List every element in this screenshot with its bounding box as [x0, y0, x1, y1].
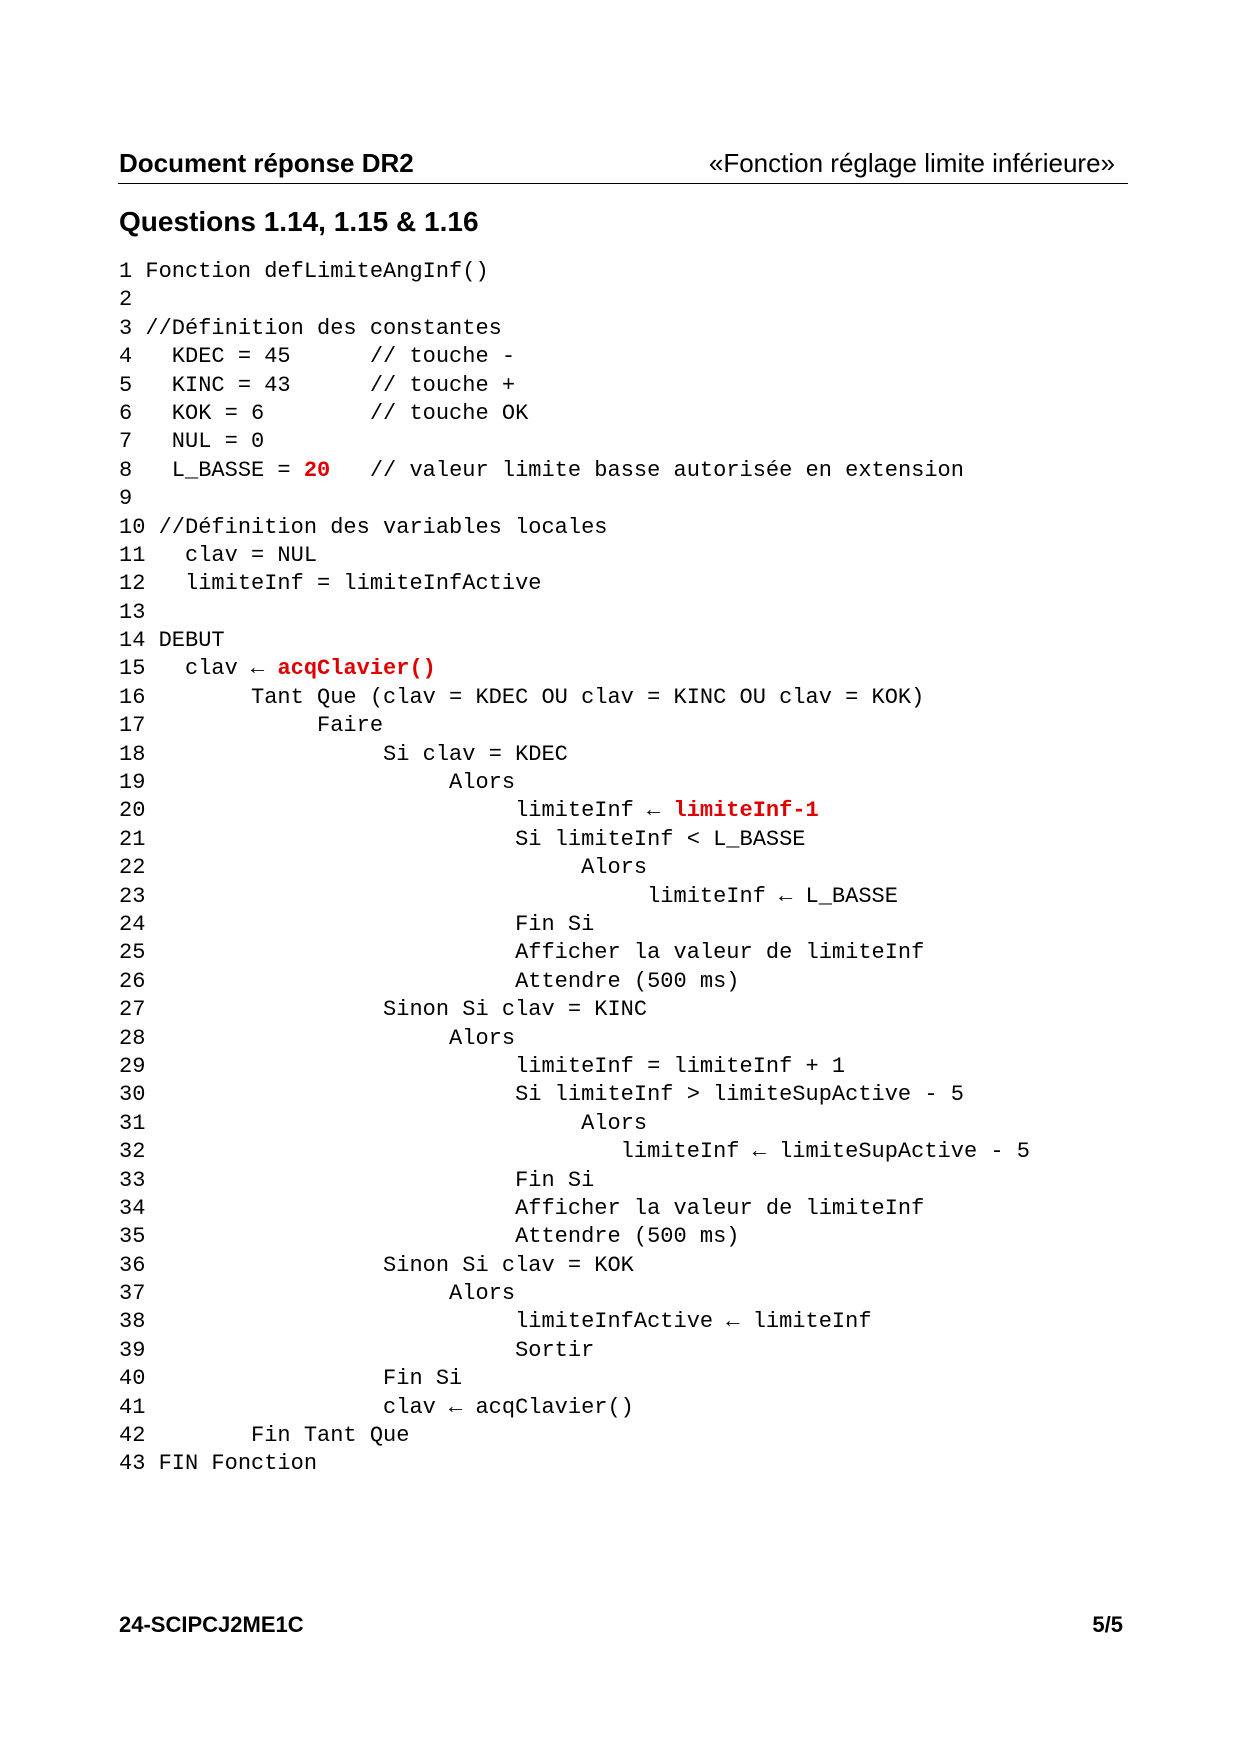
code-line: 16 Tant Que (clav = KDEC OU clav = KINC … [119, 684, 1030, 712]
code-text: 35 Attendre (500 ms) [119, 1224, 740, 1250]
code-highlight: limiteInf-1 [673, 798, 819, 824]
document-subtitle: «Fonction réglage limite inférieure» [708, 148, 1115, 178]
code-text: 18 Si clav = KDEC [119, 741, 568, 767]
code-highlight: acqClavier() [277, 656, 436, 682]
code-line: 35 Attendre (500 ms) [119, 1223, 1030, 1251]
code-line: 40 Fin Si [119, 1365, 1030, 1393]
code-text: 37 Alors [119, 1281, 516, 1307]
code-text: 1 Fonction defLimiteAngInf() [119, 259, 489, 284]
code-text: 38 limiteInfActive ← limiteInf [119, 1309, 872, 1335]
document-title: Document réponse DR2 [119, 148, 414, 178]
code-text: 16 Tant Que (clav = KDEC OU clav = KINC … [119, 684, 925, 710]
code-text: 26 Attendre (500 ms) [119, 968, 740, 994]
code-text: 31 Alors [119, 1110, 648, 1136]
code-line: 9 [119, 485, 1030, 513]
code-text: 9 [119, 486, 133, 512]
code-text: 15 clav ← [119, 656, 278, 682]
code-line: 5 KINC = 43 // touche + [119, 372, 1030, 400]
code-line: 20 limiteInf ← limiteInf-1 [119, 797, 1030, 825]
code-line: 11 clav = NUL [119, 542, 1030, 570]
code-text: 2 [119, 287, 133, 313]
code-text: 14 DEBUT [119, 628, 225, 654]
code-text: 7 NUL = 0 [119, 429, 265, 455]
code-line: 8 L_BASSE = 20 // valeur limite basse au… [119, 457, 1030, 485]
code-line: 28 Alors [119, 1025, 1030, 1053]
code-line: 18 Si clav = KDEC [119, 741, 1030, 769]
code-text: 32 limiteInf ← limiteSupActive - 5 [119, 1139, 1030, 1165]
code-line: 37 Alors [119, 1280, 1030, 1308]
code-line: 30 Si limiteInf > limiteSupActive - 5 [119, 1081, 1030, 1109]
code-line: 38 limiteInfActive ← limiteInf [119, 1308, 1030, 1336]
code-text: // valeur limite basse autorisée en exte… [330, 457, 964, 483]
code-text: 24 Fin Si [119, 911, 595, 937]
code-line: 31 Alors [119, 1110, 1030, 1138]
questions-heading: Questions 1.14, 1.15 & 1.16 [119, 206, 479, 237]
code-line: 25 Afficher la valeur de limiteInf [119, 939, 1030, 967]
code-text: 10 //Définition des variables locales [119, 514, 608, 540]
code-line: 1 Fonction defLimiteAngInf() [119, 258, 1030, 286]
code-text: 27 Sinon Si clav = KINC [119, 997, 648, 1023]
code-text: 39 Sortir [119, 1337, 595, 1363]
code-line: 26 Attendre (500 ms) [119, 968, 1030, 996]
code-line: 27 Sinon Si clav = KINC [119, 996, 1030, 1024]
code-text: 6 KOK = 6 // touche OK [119, 400, 529, 426]
code-text: 40 Fin Si [119, 1366, 463, 1392]
code-text: 21 Si limiteInf < L_BASSE [119, 826, 806, 852]
code-line: 41 clav ← acqClavier() [119, 1394, 1030, 1422]
code-line: 39 Sortir [119, 1337, 1030, 1365]
code-text: 43 FIN Fonction [119, 1451, 318, 1477]
code-line: 7 NUL = 0 [119, 428, 1030, 456]
code-line: 32 limiteInf ← limiteSupActive - 5 [119, 1138, 1030, 1166]
code-line: 10 //Définition des variables locales [119, 514, 1030, 542]
code-text: 13 [119, 599, 146, 625]
code-highlight: 20 [303, 457, 331, 483]
code-text: 23 limiteInf ← L_BASSE [119, 883, 898, 909]
code-text: 29 limiteInf = limiteInf + 1 [119, 1053, 846, 1079]
code-line: 15 clav ← acqClavier() [119, 655, 1030, 683]
code-line: 43 FIN Fonction [119, 1450, 1030, 1478]
code-line: 6 KOK = 6 // touche OK [119, 400, 1030, 428]
code-line: 29 limiteInf = limiteInf + 1 [119, 1053, 1030, 1081]
code-text: 4 KDEC = 45 // touche - [119, 344, 516, 370]
code-text: 28 Alors [119, 1025, 516, 1051]
code-text: 30 Si limiteInf > limiteSupActive - 5 [119, 1082, 964, 1108]
code-line: 12 limiteInf = limiteInfActive [119, 570, 1030, 598]
code-text: 12 limiteInf = limiteInfActive [119, 571, 542, 597]
code-line: 17 Faire [119, 712, 1030, 740]
code-text: 17 Faire [119, 713, 384, 739]
code-text: 42 Fin Tant Que [119, 1423, 410, 1449]
code-line: 14 DEBUT [119, 627, 1030, 655]
code-line: 23 limiteInf ← L_BASSE [119, 883, 1030, 911]
page-number: 5/5 [1092, 1612, 1123, 1637]
exam-reference: 24-SCIPCJ2ME1C [119, 1612, 304, 1637]
code-text: 8 L_BASSE = [119, 457, 304, 483]
header-divider [118, 183, 1128, 184]
code-text: 41 clav ← acqClavier() [119, 1394, 634, 1420]
code-line: 34 Afficher la valeur de limiteInf [119, 1195, 1030, 1223]
code-text: 5 KINC = 43 // touche + [119, 372, 516, 398]
code-line: 3 //Définition des constantes [119, 315, 1030, 343]
code-text: 19 Alors [119, 770, 516, 796]
code-text: 36 Sinon Si clav = KOK [119, 1252, 634, 1278]
code-line: 21 Si limiteInf < L_BASSE [119, 826, 1030, 854]
code-line: 13 [119, 599, 1030, 627]
code-text: 33 Fin Si [119, 1167, 595, 1193]
code-line: 33 Fin Si [119, 1167, 1030, 1195]
code-text: 25 Afficher la valeur de limiteInf [119, 940, 925, 966]
code-text: 11 clav = NUL [119, 542, 318, 568]
code-text: 22 Alors [119, 855, 648, 881]
code-line: 22 Alors [119, 854, 1030, 882]
code-line: 4 KDEC = 45 // touche - [119, 343, 1030, 371]
code-line: 19 Alors [119, 769, 1030, 797]
code-line: 36 Sinon Si clav = KOK [119, 1252, 1030, 1280]
code-line: 2 [119, 286, 1030, 314]
code-line: 42 Fin Tant Que [119, 1422, 1030, 1450]
code-text: 3 //Définition des constantes [119, 315, 502, 341]
code-text: 20 limiteInf ← [119, 798, 674, 824]
code-line: 24 Fin Si [119, 911, 1030, 939]
code-text: 34 Afficher la valeur de limiteInf [119, 1195, 925, 1221]
